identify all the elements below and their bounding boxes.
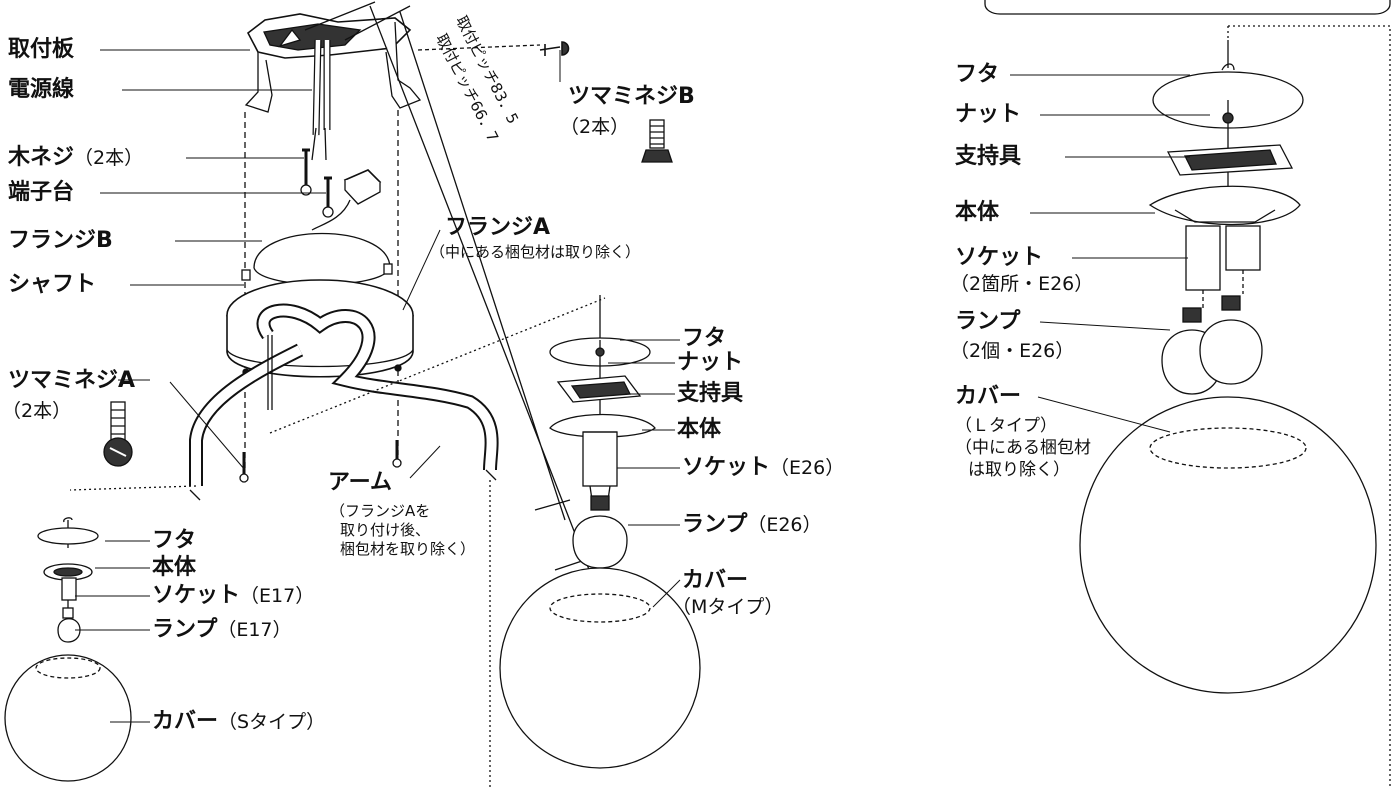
wood-screw-parts	[300, 148, 334, 218]
flange-a-label: フランジA	[445, 215, 551, 240]
s-socket-spec: （E17）	[240, 585, 315, 607]
l-cover-label: カバー	[955, 384, 1022, 409]
s-cover-group: カバー（Sタイプ）	[152, 711, 325, 733]
m-lid-label: フタ	[682, 326, 727, 351]
l-support-label: 支持具	[955, 144, 1022, 169]
s-lamp-group: ランプ（E17）	[152, 619, 292, 641]
wood-screw-label-group: 木ネジ（2本）	[8, 147, 143, 169]
s-cover-type: （Sタイプ）	[218, 711, 326, 733]
wood-screw-label: 木ネジ	[8, 145, 75, 170]
knob-screw-b-part	[539, 41, 673, 163]
l-socket-spec: （2箇所・E26）	[950, 273, 1094, 295]
s-lamp-spec: （E17）	[217, 619, 292, 641]
m-lamp-group: ランプ（E26）	[682, 514, 822, 536]
l-cover-type: （Ｌタイプ）	[955, 416, 1057, 436]
arm-note-1: （フランジAを	[330, 502, 431, 520]
arm-note-2: 取り付け後、	[340, 521, 431, 539]
l-cover-note-1: （中にある梱包材	[955, 438, 1091, 458]
m-lamp-label: ランプ	[682, 512, 748, 537]
power-cord-label: 電源線	[8, 77, 75, 102]
knob-screw-a-part	[103, 401, 133, 467]
s-cover-label: カバー	[152, 709, 219, 734]
flange-b-part	[241, 232, 393, 286]
wood-screw-qty: （2本）	[74, 147, 144, 169]
mount-plate-label: 取付板	[8, 37, 75, 62]
m-lamp-spec: （E26）	[747, 514, 822, 536]
m-cover-label: カバー	[682, 568, 749, 593]
l-lamp-label: ランプ	[955, 309, 1021, 334]
l-body-label: 本体	[955, 200, 1000, 225]
arm-part	[189, 303, 499, 501]
m-socket-spec: （E26）	[770, 457, 845, 479]
l-socket-label: ソケット	[955, 245, 1044, 270]
knob-screw-b-qty: （2本）	[560, 116, 630, 138]
s-lamp-label: ランプ	[152, 617, 218, 642]
l-lamp-spec: （2個・E26）	[950, 340, 1075, 362]
arm-note-3: 梱包材を取り除く）	[340, 540, 476, 558]
m-support-label: 支持具	[677, 381, 744, 406]
shaft-label: シャフト	[8, 272, 97, 297]
terminal-block-part	[311, 169, 382, 231]
top-box	[984, 0, 1391, 15]
m-body-label: 本体	[677, 417, 722, 442]
s-body-label: 本体	[152, 555, 197, 580]
m-socket-label: ソケット	[682, 455, 771, 480]
mounting-plate	[244, 13, 422, 113]
s-lid-label: フタ	[152, 528, 197, 553]
l-type-assembly	[1079, 40, 1377, 694]
m-socket-group: ソケット（E26）	[682, 457, 844, 479]
power-cord	[311, 39, 331, 161]
flange-a-note: （中にある梱包材は取り除く）	[430, 243, 641, 261]
flange-b-label: フランジB	[8, 228, 113, 253]
m-type-assembly	[499, 295, 701, 769]
knob-screw-b-label: ツマミネジB	[568, 84, 695, 109]
arm-label: アーム	[328, 470, 393, 495]
terminal-block-label: 端子台	[8, 180, 75, 205]
l-lid-label: フタ	[955, 62, 1000, 87]
l-nut-label: ナット	[955, 102, 1022, 127]
m-nut-label: ナット	[677, 350, 744, 375]
s-type-assembly	[4, 517, 132, 782]
knob-screw-a-label: ツマミネジA	[8, 368, 136, 393]
m-cover-type: （Mタイプ）	[672, 596, 784, 618]
knob-screw-a-qty: （2本）	[2, 400, 72, 422]
s-socket-label: ソケット	[152, 583, 241, 608]
l-cover-note-2: は取り除く）	[968, 460, 1070, 480]
s-socket-group: ソケット（E17）	[152, 585, 314, 607]
